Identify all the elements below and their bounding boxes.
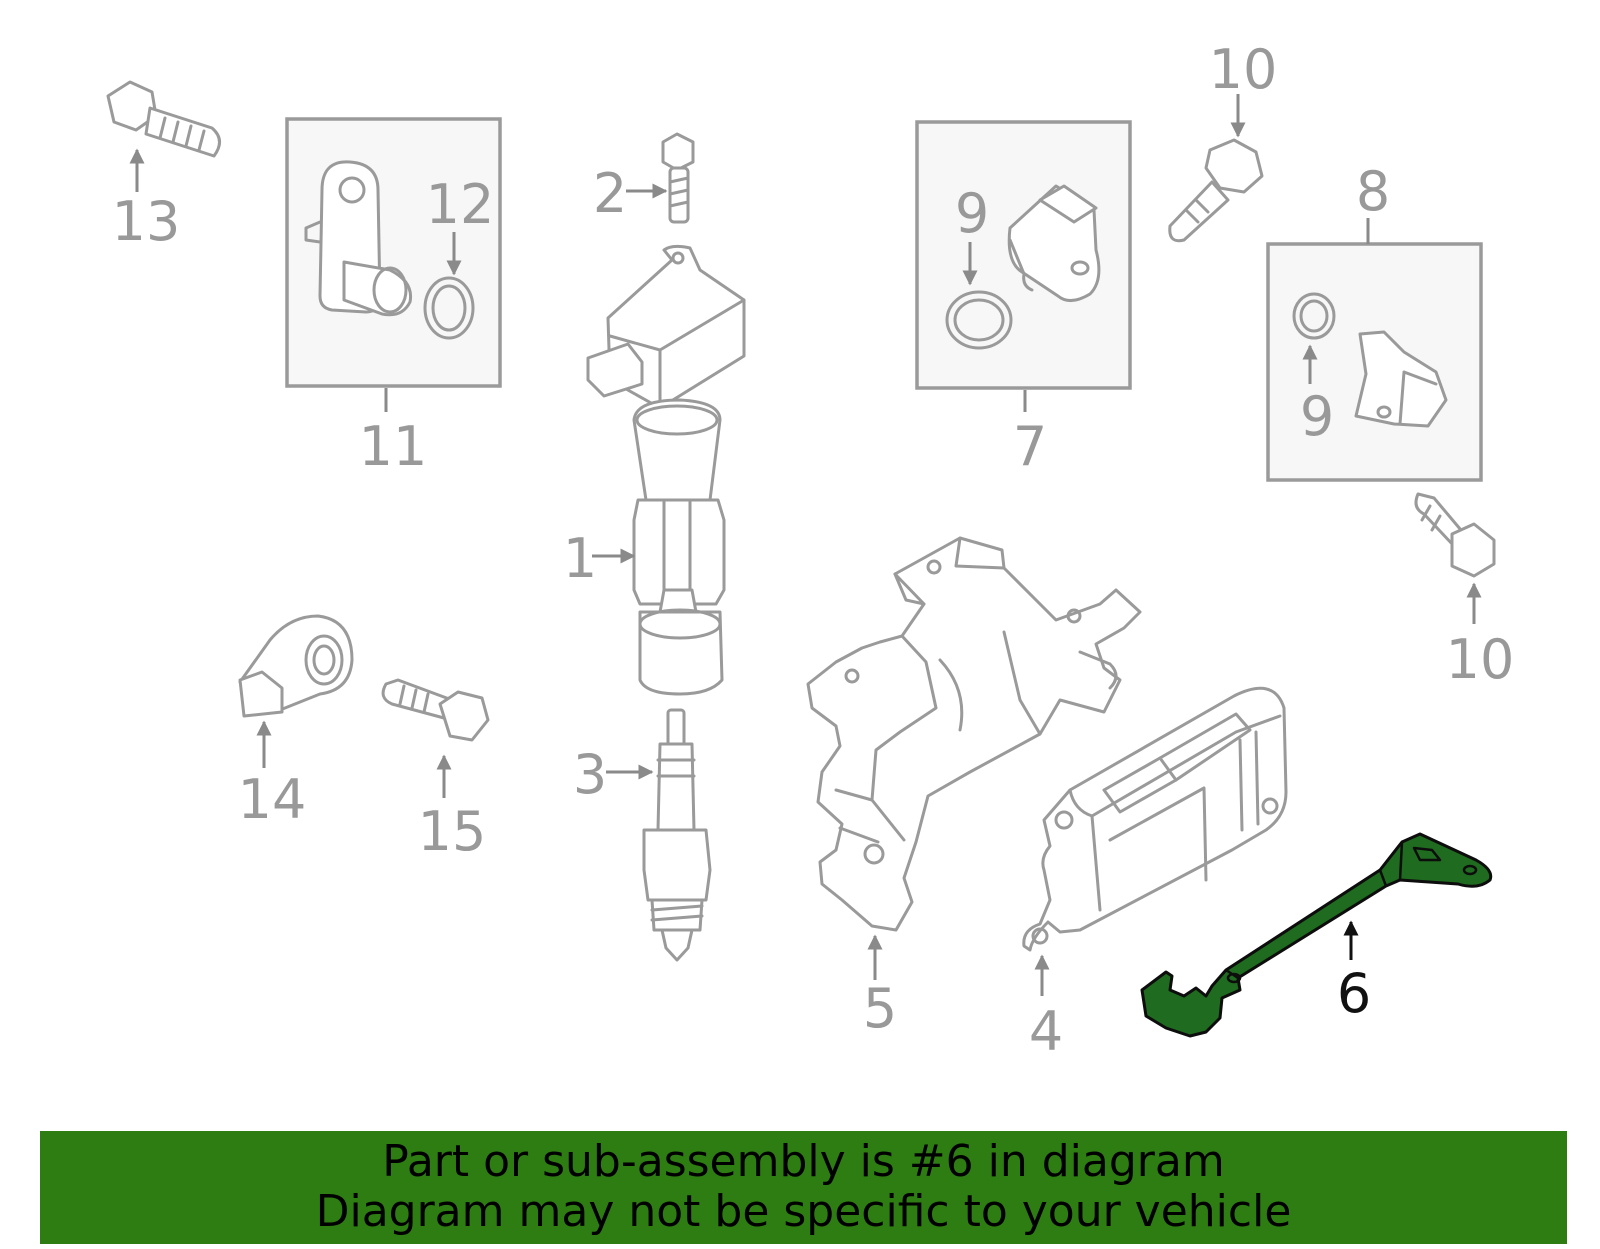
part-3-spark-plug[interactable] [642,708,712,962]
callout-10b[interactable]: 10 [1446,628,1515,691]
part-10-bolt-b[interactable] [1414,492,1496,578]
callout-10a[interactable]: 10 [1209,38,1278,101]
part-11-sensor[interactable] [304,160,413,317]
callout-2[interactable]: 2 [593,162,627,225]
callout-7[interactable]: 7 [1013,415,1047,478]
callout-13[interactable]: 13 [112,190,181,253]
callout-5[interactable]: 5 [863,977,897,1040]
part-4-ecu[interactable] [1022,686,1288,952]
part-13-bolt[interactable] [106,80,221,158]
part-9-o-ring-a[interactable] [945,290,1013,350]
part-7-sensor[interactable] [1007,184,1101,302]
part-2-bolt[interactable] [661,132,695,224]
part-1-ignition-coil[interactable] [586,244,746,696]
part-9-o-ring-b[interactable] [1292,292,1336,340]
callout-4[interactable]: 4 [1029,1000,1063,1063]
banner-line-2: Diagram may not be specific to your vehi… [315,1186,1292,1237]
callout-9b[interactable]: 9 [1300,385,1334,448]
callout-12[interactable]: 12 [426,173,495,236]
callout-8[interactable]: 8 [1356,160,1390,223]
part-6-bracket-highlighted[interactable] [1140,832,1493,1038]
box-11 [285,117,502,388]
callout-9a[interactable]: 9 [955,182,989,245]
callout-15[interactable]: 15 [418,800,487,863]
part-12-o-ring[interactable] [423,276,475,340]
part-8-sensor[interactable] [1354,330,1448,428]
info-banner: Part or sub-assembly is #6 in diagram Di… [40,1131,1567,1244]
callout-6[interactable]: 6 [1337,962,1371,1025]
part-10-bolt-a[interactable] [1168,138,1264,243]
banner-line-1: Part or sub-assembly is #6 in diagram [382,1136,1225,1187]
callout-14[interactable]: 14 [238,768,307,831]
callout-11[interactable]: 11 [359,415,428,478]
part-14-knock-sensor[interactable] [238,614,354,718]
callout-3[interactable]: 3 [573,743,607,806]
callout-1[interactable]: 1 [563,527,597,590]
part-5-bracket[interactable] [806,536,1142,932]
part-15-bolt[interactable] [381,678,490,742]
